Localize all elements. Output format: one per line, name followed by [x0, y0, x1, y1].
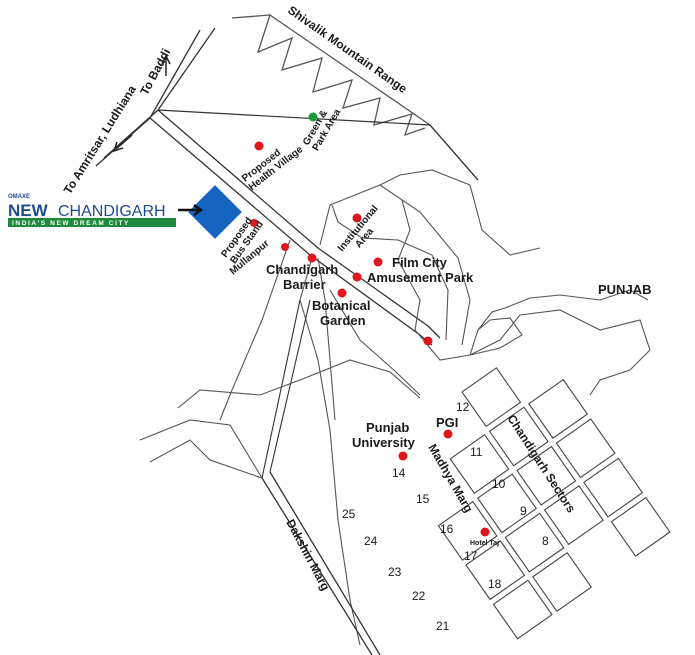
- label-green-park: Green & Park Area: [301, 101, 343, 153]
- marker-pgi[interactable]: [443, 429, 453, 439]
- label-chandigarh-barrier: Chandigarh Barrier: [266, 262, 342, 292]
- label-pgi: PGI: [436, 415, 458, 430]
- sector-label: 8: [542, 534, 549, 548]
- arrow-to-baddi: [161, 54, 171, 76]
- madhya-marg-label: Madhya Marg: [425, 442, 475, 515]
- label-health-village: Proposed Health Village: [240, 135, 305, 193]
- shivalik-label: Shivalik Mountain Range: [285, 3, 410, 96]
- logo-tagline-bar: [8, 218, 176, 227]
- marker-hotel-taj[interactable]: [480, 527, 490, 537]
- logo-brand-new: NEW: [8, 201, 49, 220]
- road-north-east: [157, 109, 479, 181]
- sector-label: 11: [470, 445, 483, 459]
- sector-label: 22: [412, 589, 426, 603]
- sector-label: 23: [388, 565, 402, 579]
- logo-brand-small: OMAXE: [8, 194, 30, 200]
- sector-label: 15: [416, 492, 430, 506]
- river-line-1: [397, 199, 651, 396]
- project-pointer-arrow: [178, 203, 204, 217]
- road-mullanpur: [219, 239, 291, 421]
- marker-institutional-area[interactable]: [352, 213, 362, 223]
- road-west-1: [139, 419, 263, 479]
- road-connector-b: [269, 299, 311, 473]
- label-punjab-university: Punjab University: [352, 420, 416, 450]
- marker-mullanpur[interactable]: [281, 243, 289, 251]
- dakshin-marg-label: Dakshin Marg: [283, 517, 332, 593]
- marker-chandigarh-barrier[interactable]: [307, 253, 317, 263]
- punjab-boundary: [469, 317, 523, 356]
- label-institutional-area: Institutional Area: [336, 201, 391, 261]
- sector-label: 18: [488, 577, 502, 591]
- road-barrier-south-2: [317, 257, 336, 421]
- road-institutional-loop: [331, 204, 449, 341]
- road-west-3: [149, 439, 263, 479]
- marker-punjab-university[interactable]: [398, 451, 408, 461]
- highway-lower: [157, 109, 441, 339]
- dakshin-marg-road-b: [269, 471, 381, 655]
- sector-label: 9: [520, 504, 527, 518]
- road-west-2: [177, 359, 421, 409]
- road-ne-from-barrier: [329, 289, 421, 396]
- marker-green-park[interactable]: [308, 112, 318, 122]
- sector-label: 25: [342, 507, 356, 521]
- marker-amusement-park[interactable]: [352, 272, 362, 282]
- logo-brand-city: CHANDIGARH: [58, 203, 166, 220]
- label-amusement-park: Amusement Park: [367, 270, 474, 285]
- to-baddi-road-b: [157, 27, 216, 111]
- sector-label: 17: [464, 549, 478, 563]
- sector-label: 21: [436, 619, 450, 633]
- sector-label: 24: [364, 534, 378, 548]
- label-botanical-garden: Botanical Garden: [312, 298, 374, 328]
- dakshin-marg-road: [261, 477, 373, 655]
- sector-label: 12: [456, 400, 470, 414]
- logo-tagline: INDIA'S NEW DREAM CITY: [12, 220, 130, 227]
- marker-unlabeled[interactable]: [423, 336, 433, 346]
- new-chandigarh-logo: OMAXE NEW CHANDIGARH INDIA'S NEW DREAM C…: [8, 194, 176, 227]
- river-line-2: [477, 289, 649, 331]
- road-north-east-parallel: [319, 184, 471, 346]
- shivalik-range-outline: [231, 14, 426, 137]
- to-baddi-label: To Baddi: [137, 46, 173, 97]
- marker-botanical-garden[interactable]: [337, 288, 347, 298]
- sector-label: 16: [440, 522, 454, 536]
- new-chandigarh-project-block[interactable]: [188, 185, 242, 239]
- sector-label: 10: [492, 477, 506, 491]
- label-punjab: PUNJAB: [598, 282, 651, 297]
- label-hotel-taj: Hotel Taj: [470, 540, 499, 547]
- road-north-loop: [379, 169, 541, 256]
- road-connector-a: [261, 299, 301, 479]
- label-film-city: Film City: [392, 255, 448, 270]
- marker-bus-stand[interactable]: [250, 219, 258, 227]
- marker-film-city[interactable]: [373, 257, 383, 267]
- to-amritsar-road-b: [103, 109, 159, 159]
- sector-label: 14: [392, 466, 406, 480]
- marker-health-village[interactable]: [254, 141, 264, 151]
- arrow-to-amritsar: [112, 134, 133, 153]
- sectors-grid: [437, 367, 671, 640]
- to-baddi-road-a: [149, 29, 201, 119]
